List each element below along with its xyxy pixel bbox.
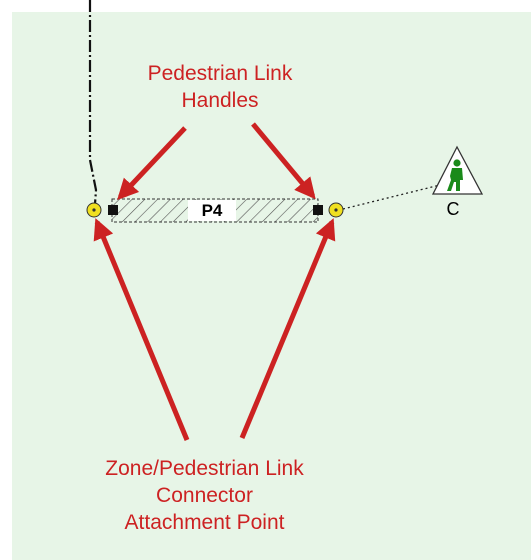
arrow-to-left-attachment-point: [93, 218, 190, 441]
pedestrian-zone-icon[interactable]: [431, 145, 484, 195]
left-link-handle[interactable]: [108, 205, 118, 215]
arrow-to-right-attachment-point: [239, 218, 336, 439]
callout-line: Connector: [156, 484, 253, 507]
link-label-box: [188, 200, 236, 221]
left-attachment-point-center: [92, 208, 96, 212]
zone-label: C: [447, 199, 460, 219]
map-panel: [12, 12, 531, 560]
arrow-to-left-handle: [117, 126, 187, 201]
zone-connector-line: [342, 184, 441, 210]
boundary-line: [88, 0, 98, 205]
callout-line: Zone/Pedestrian Link: [105, 457, 304, 480]
callout-line: Attachment Point: [124, 511, 285, 534]
link-handles-callout: Pedestrian Link Handles: [120, 60, 320, 114]
right-attachment-point-center: [334, 208, 338, 212]
attachment-point-callout: Zone/Pedestrian Link Connector Attachmen…: [62, 455, 347, 536]
callout-line: Pedestrian Link: [147, 62, 293, 85]
link-label: P4: [202, 201, 223, 220]
callout-line: Handles: [181, 89, 259, 112]
arrow-to-right-handle: [251, 122, 316, 200]
right-link-handle[interactable]: [313, 205, 323, 215]
